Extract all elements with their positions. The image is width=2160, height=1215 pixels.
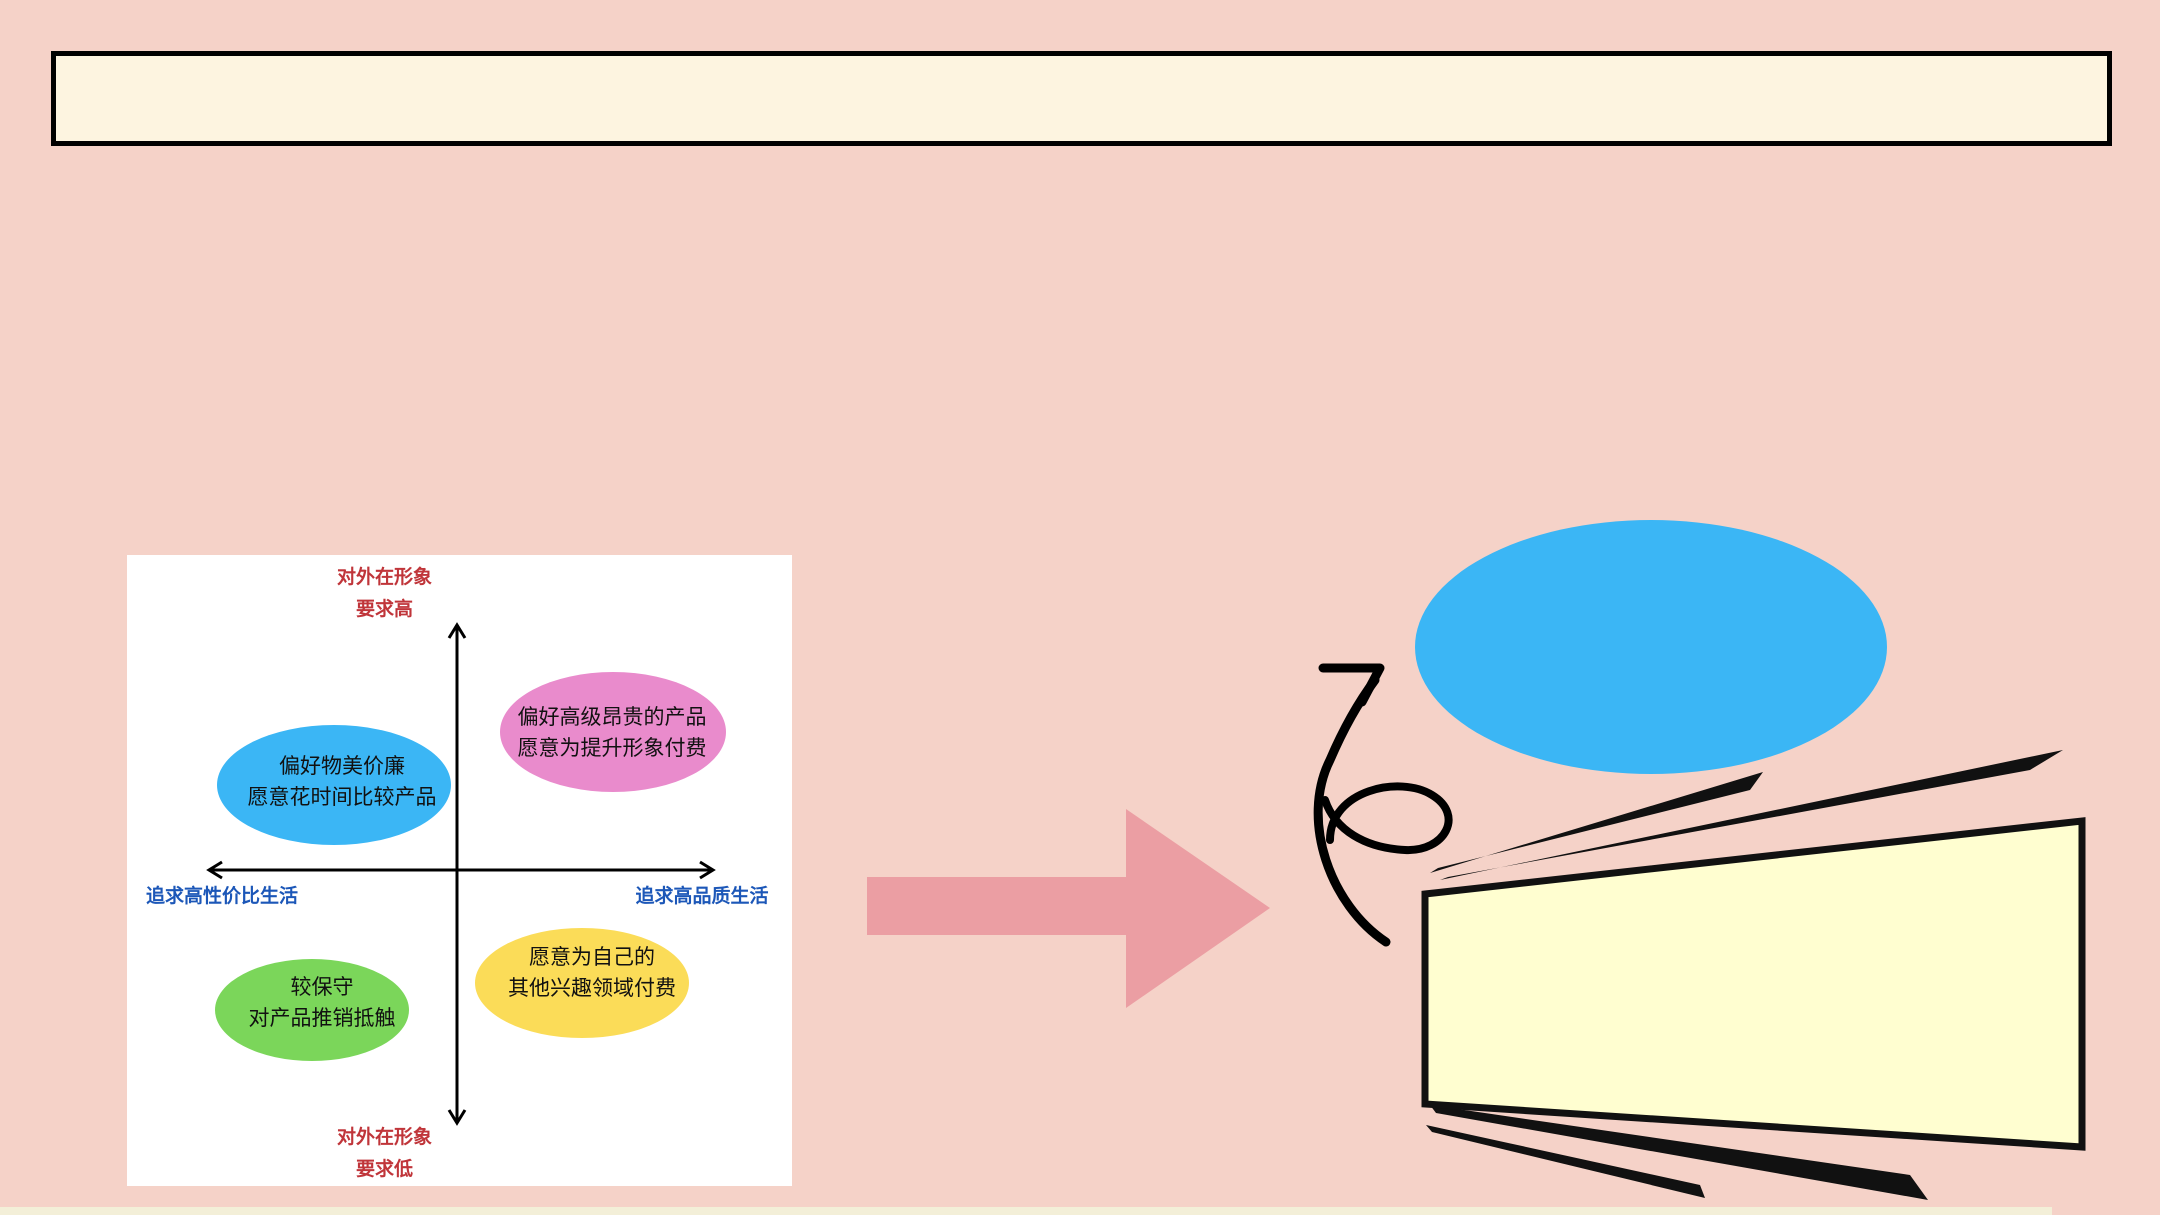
blue-blob [1415, 520, 1887, 774]
up-arrowhead [447, 622, 467, 639]
curly-loop [1321, 782, 1453, 855]
left-arrowhead [206, 860, 223, 880]
down-arrowhead [447, 1109, 467, 1126]
blob-top-left [217, 725, 451, 845]
curly-arrowhead [1318, 663, 1385, 707]
curly-arrow [1313, 675, 1391, 947]
blob-bottom-right [475, 928, 689, 1038]
pink-right-arrow [867, 809, 1270, 1008]
axis-label-left: 追求高性价比生活 [145, 885, 298, 907]
quadrant-text-bottom-right: 愿意为自己的 其他兴趣领域付费 [508, 945, 676, 1000]
quadrant-text-bottom-left: 较保守 对产品推销抵触 [248, 975, 396, 1030]
speed-line-top-2 [1440, 750, 2063, 880]
axis-label-top: 对外在形象 要求高 [336, 566, 432, 620]
quadrant-text-top-right: 偏好高级昂贵的产品 愿意为提升形象付费 [517, 705, 707, 760]
axis-label-right: 追求高品质生活 [635, 885, 769, 907]
blob-bottom-left [215, 959, 409, 1061]
quadrant-text-top-left: 偏好物美价廉 愿意花时间比较产品 [247, 754, 437, 809]
speed-line-top-1 [1430, 772, 1763, 873]
right-arrowhead [699, 860, 716, 880]
quadrant-graphics [206, 622, 726, 1126]
quadrant-diagram: 对外在形象 要求高 对外在形象 要求低 追求高性价比生活 追求高品质生活 偏好物… [127, 555, 792, 1186]
title-box [51, 51, 2112, 146]
speed-line-bottom-2 [1430, 1105, 1928, 1200]
blob-top-right [500, 672, 726, 792]
axis-label-bottom: 对外在形象 要求低 [336, 1126, 432, 1180]
cream-panel [1421, 817, 2086, 1151]
speed-line-bottom-1 [1426, 1125, 1705, 1198]
bottom-strip [0, 1207, 2052, 1215]
